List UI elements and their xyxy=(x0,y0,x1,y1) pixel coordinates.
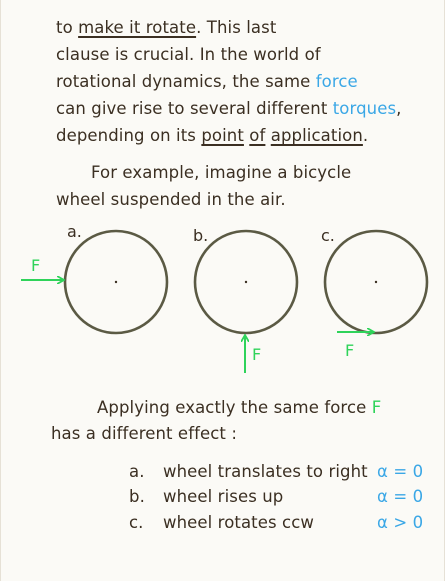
underlined-phrase: make it rotate xyxy=(78,18,197,37)
text-fragment: rotational dynamics, the same xyxy=(56,72,316,91)
force-label-b: F xyxy=(252,345,262,364)
text-fragment: Applying exactly the same force xyxy=(97,398,372,417)
text-line-8: Applying exactly the same force F xyxy=(97,398,381,417)
wheel-c xyxy=(323,229,429,335)
diagram-label-b: b. xyxy=(193,226,209,245)
force-symbol: F xyxy=(371,398,382,417)
effect-letter: a. xyxy=(129,462,145,481)
effect-text: wheel rises up xyxy=(163,487,284,506)
underlined-word: point xyxy=(201,126,244,145)
text-line-6: For example, imagine a bicycle xyxy=(91,163,352,182)
wheel-b-center xyxy=(244,280,248,284)
wheel-b xyxy=(193,229,299,335)
underlined-word: application xyxy=(270,126,363,145)
text-line-7: wheel suspended in the air. xyxy=(56,190,286,209)
text-line-4: can give rise to several different torqu… xyxy=(56,99,402,118)
text-line-2: clause is crucial. In the world of xyxy=(56,45,321,64)
underlined-word: of xyxy=(249,126,266,145)
term-torques: torques xyxy=(332,99,397,118)
term-force: force xyxy=(315,72,358,91)
text-fragment: can give rise to several different xyxy=(56,99,333,118)
force-label-a: F xyxy=(31,256,41,275)
wheel-c-center xyxy=(374,280,378,284)
wheel-a-center xyxy=(114,280,118,284)
text-fragment: to xyxy=(56,18,79,37)
effect-text: wheel rotates ccw xyxy=(163,513,314,532)
effect-letter: c. xyxy=(129,513,144,532)
text-line-1: to make it rotate. This last xyxy=(56,18,276,37)
effect-alpha: α = 0 xyxy=(377,487,424,506)
diagram-label-c: c. xyxy=(321,226,335,245)
text-fragment: . xyxy=(362,126,369,145)
effect-alpha: α = 0 xyxy=(377,462,424,481)
wheel-a xyxy=(63,229,169,335)
effect-alpha: α > 0 xyxy=(377,513,424,532)
text-line-5: depending on its point of application. xyxy=(56,126,368,145)
text-line-3: rotational dynamics, the same force xyxy=(56,72,358,91)
text-fragment: , xyxy=(396,99,402,118)
effect-letter: b. xyxy=(129,487,145,506)
force-label-c: F xyxy=(345,341,355,360)
effect-text: wheel translates to right xyxy=(163,462,368,481)
text-fragment: depending on its xyxy=(56,126,202,145)
text-line-9: has a different effect : xyxy=(51,424,238,443)
text-fragment: . This last xyxy=(196,18,277,37)
diagram-label-a: a. xyxy=(67,222,82,241)
